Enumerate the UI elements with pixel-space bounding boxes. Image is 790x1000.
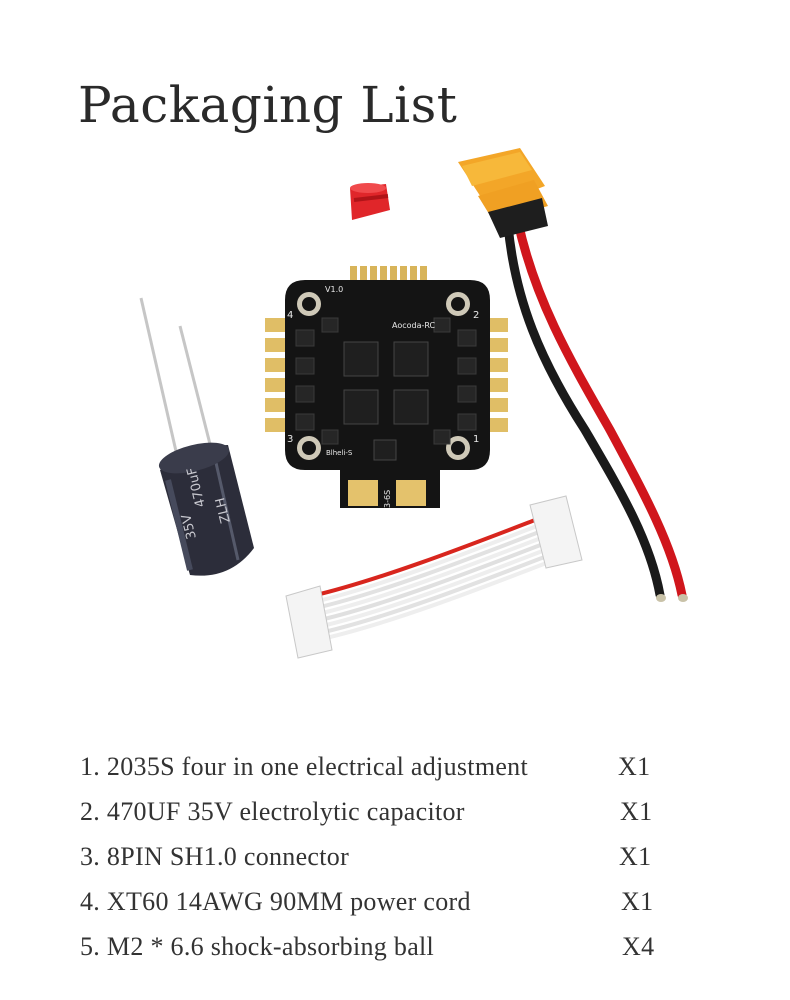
motor-label: 2 — [473, 310, 479, 321]
packing-list: 1. 2035S four in one electrical adjustme… — [80, 752, 680, 977]
shock-absorbing-ball — [350, 183, 390, 220]
board-model: Blheli-S — [326, 449, 353, 457]
list-item: 4. XT60 14AWG 90MM power cord X1 — [80, 887, 680, 932]
board-voltage: 3-6S — [383, 490, 392, 508]
motor-label: 1 — [473, 434, 479, 445]
item-number: 1. — [80, 752, 101, 781]
board-version: V1.0 — [325, 285, 343, 294]
item-description: 470UF 35V electrolytic capacitor — [106, 797, 465, 826]
item-description: XT60 14AWG 90MM power cord — [106, 887, 471, 916]
item-number: 2. — [80, 797, 101, 826]
list-item: 2. 470UF 35V electrolytic capacitor X1 — [80, 797, 680, 842]
xt60-power-cord — [458, 148, 688, 602]
capacitor-label: 35V — [179, 512, 200, 540]
item-quantity: X4 — [622, 932, 655, 961]
sh1-connector-cable — [285, 495, 583, 659]
item-number: 3. — [80, 842, 101, 871]
item-number: 5. — [80, 932, 101, 961]
item-description: 8PIN SH1.0 connector — [106, 842, 350, 871]
esc-board: V1.0 Aocoda-RC Blheli-S 3-6S 1 2 3 4 — [265, 266, 508, 508]
board-brand: Aocoda-RC — [392, 321, 436, 330]
item-description: M2 * 6.6 shock-absorbing ball — [106, 932, 435, 961]
item-quantity: X1 — [621, 887, 654, 916]
motor-label: 3 — [287, 434, 293, 445]
list-item: 5. M2 * 6.6 shock-absorbing ball X4 — [80, 932, 680, 977]
capacitor-label: ZLH — [213, 496, 234, 525]
page-title: Packaging List — [78, 75, 458, 134]
item-quantity: X1 — [618, 752, 651, 781]
list-item: 1. 2035S four in one electrical adjustme… — [80, 752, 680, 797]
item-number: 4. — [80, 887, 101, 916]
product-photo: 35V 470uF ZLH — [139, 148, 688, 659]
item-description: 2035S four in one electrical adjustment — [106, 752, 529, 781]
item-quantity: X1 — [619, 842, 652, 871]
list-item: 3. 8PIN SH1.0 connector X1 — [80, 842, 680, 887]
electrolytic-capacitor: 35V 470uF ZLH — [139, 297, 254, 576]
item-quantity: X1 — [620, 797, 653, 826]
motor-label: 4 — [287, 310, 293, 321]
